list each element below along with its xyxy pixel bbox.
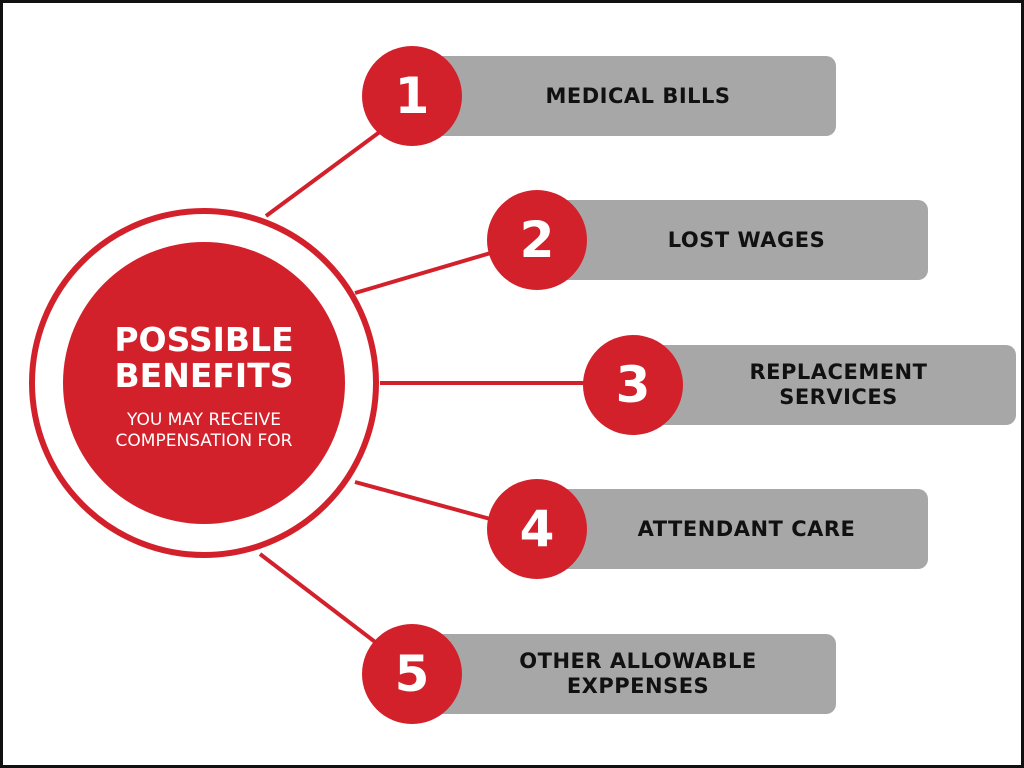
number-badge: 1	[362, 46, 462, 146]
connector-line-4	[354, 480, 495, 522]
number-badge: 3	[583, 335, 683, 435]
hub-title: POSSIBLE BENEFITS	[114, 320, 294, 395]
hub-circle: POSSIBLE BENEFITS YOU MAY RECEIVE COMPEN…	[63, 242, 345, 524]
benefit-bar: OTHER ALLOWABLE EXPPENSES	[402, 634, 836, 714]
benefit-label: LOST WAGES	[667, 227, 826, 252]
connector-line-1	[264, 126, 387, 218]
benefit-label: MEDICAL BILLS	[545, 83, 731, 108]
benefit-item-4: ATTENDANT CARE 4	[487, 479, 928, 579]
benefit-bar: ATTENDANT CARE	[527, 489, 928, 569]
benefit-bar: MEDICAL BILLS	[402, 56, 836, 136]
connector-line-5	[258, 552, 385, 650]
benefit-item-5: OTHER ALLOWABLE EXPPENSES 5	[362, 624, 836, 724]
benefit-label: OTHER ALLOWABLE EXPPENSES	[519, 649, 757, 698]
benefit-bar: REPLACEMENT SERVICES	[623, 345, 1016, 425]
hub-subtitle: YOU MAY RECEIVE COMPENSATION FOR	[115, 410, 293, 451]
number-badge: 5	[362, 624, 462, 724]
connector-line-2	[354, 250, 495, 295]
benefit-item-3: REPLACEMENT SERVICES 3	[583, 335, 1016, 435]
benefit-label: ATTENDANT CARE	[637, 516, 856, 541]
number-badge: 2	[487, 190, 587, 290]
number-badge: 4	[487, 479, 587, 579]
benefit-item-1: MEDICAL BILLS 1	[362, 46, 836, 146]
benefit-label: REPLACEMENT SERVICES	[749, 360, 928, 409]
benefit-item-2: LOST WAGES 2	[487, 190, 928, 290]
benefit-bar: LOST WAGES	[527, 200, 928, 280]
